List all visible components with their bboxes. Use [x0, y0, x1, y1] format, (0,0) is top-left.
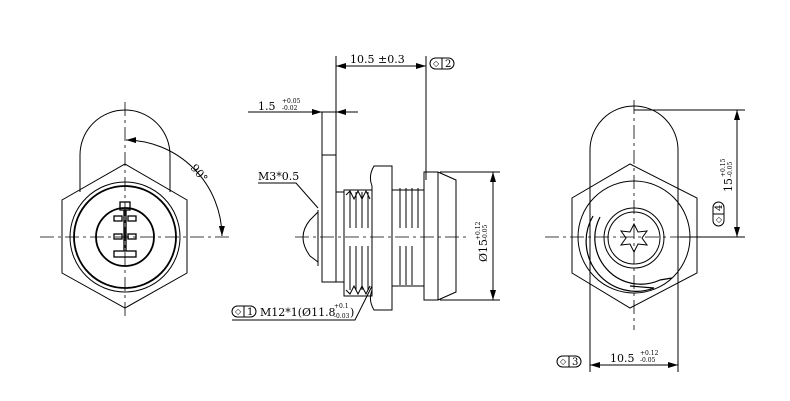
svg-text:): ) — [350, 306, 354, 319]
svg-text:3: 3 — [572, 357, 578, 368]
datum-tag-2: ◇ 2 — [429, 57, 455, 70]
thread-label: M12*1(Ø11.8 — [260, 306, 336, 319]
svg-text:+0.12: +0.12 — [475, 221, 482, 240]
cam-plate — [321, 111, 337, 283]
hex-nut-rear — [571, 163, 698, 309]
svg-text:◇: ◇ — [235, 307, 242, 316]
svg-text:1: 1 — [247, 307, 253, 318]
front-view: 90° — [40, 102, 230, 320]
plate-dim-text: 1.5 — [258, 100, 276, 113]
svg-text:10.5: 10.5 — [610, 352, 635, 365]
svg-text:-0.02: -0.02 — [282, 105, 298, 112]
svg-text:◇: ◇ — [714, 216, 723, 223]
svg-text:-0.05: -0.05 — [640, 357, 656, 364]
length-dim-text: 10.5 ±0.3 — [350, 53, 405, 66]
datum-tag-3: ◇ 3 — [556, 355, 582, 368]
rear-view: 15 +0.15 -0.05 ◇ 4 10.5 +0.12 -0.05 ◇ 3 — [545, 100, 745, 372]
thread-leader — [232, 285, 373, 321]
flange — [423, 171, 457, 301]
svg-text:Ø15: Ø15 — [477, 239, 490, 262]
svg-text:◇: ◇ — [560, 357, 567, 366]
angle-label: 90° — [188, 162, 210, 185]
screw-head — [302, 210, 319, 266]
datum-tag-4: ◇ 4 — [712, 201, 725, 227]
angle-dimension — [125, 137, 225, 237]
svg-text:+0.12: +0.12 — [640, 350, 659, 357]
svg-text:+0.05: +0.05 — [282, 98, 301, 105]
svg-text:2: 2 — [445, 59, 451, 70]
screw-leader — [258, 182, 319, 209]
svg-text:15: 15 — [722, 178, 735, 192]
svg-text:-0.05: -0.05 — [482, 224, 489, 240]
svg-text:+0.15: +0.15 — [720, 158, 727, 177]
threads — [349, 188, 419, 290]
screw-label: M3*0.5 — [258, 170, 299, 183]
hex-nut-side — [369, 165, 393, 311]
svg-text:-0.05: -0.05 — [727, 161, 734, 177]
svg-text:-0.03: -0.03 — [334, 313, 350, 320]
svg-text:+0.1: +0.1 — [334, 303, 349, 310]
svg-text:4: 4 — [714, 205, 725, 211]
side-view: 10.5 ±0.3 ◇ 2 1.5 +0.05 -0.02 Ø15 — [231, 53, 500, 321]
datum-tag-1: ◇ 1 — [231, 305, 257, 318]
svg-text:◇: ◇ — [433, 59, 440, 68]
